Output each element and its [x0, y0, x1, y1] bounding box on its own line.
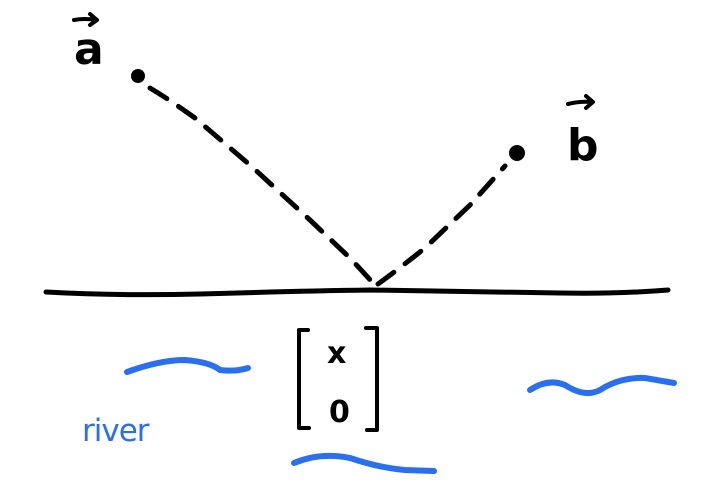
matrix-left-bracket — [297, 328, 311, 430]
water-wave-left — [124, 356, 251, 375]
vector-b-arrow-icon — [566, 94, 595, 110]
dashed-path-reflection-to-b — [375, 163, 508, 287]
matrix-entry-x: x — [327, 336, 346, 371]
matrix-entry-zero: 0 — [329, 395, 350, 430]
reflection-point-matrix: x 0 — [297, 326, 379, 432]
vector-b-label: b — [566, 94, 599, 171]
vector-a-label: a — [72, 12, 104, 75]
water-wave-right — [527, 374, 677, 397]
dashed-path-a-to-reflection — [147, 85, 377, 287]
water-wave-bottom — [291, 452, 437, 474]
river-bank-line — [43, 287, 671, 298]
vector-a-arrow-icon — [72, 12, 99, 27]
matrix-right-bracket — [364, 326, 379, 432]
point-a — [131, 69, 145, 83]
river-label: river — [82, 413, 150, 449]
point-b — [509, 145, 525, 161]
vector-a-text: a — [74, 24, 104, 75]
vector-b-text: b — [567, 120, 599, 171]
